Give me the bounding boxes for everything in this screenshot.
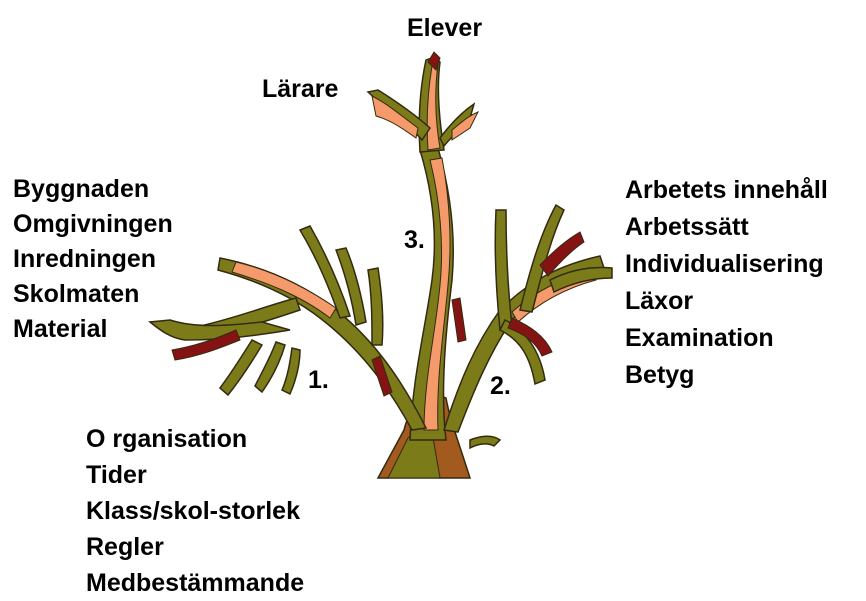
right-group-item: Examination: [625, 320, 828, 357]
left-group-item: Inredningen: [13, 242, 173, 277]
bottom-group-item: O rganisation: [86, 421, 304, 457]
bottom-group-item: Tider: [86, 457, 304, 493]
bottom-group-item: Medbestämmande: [86, 565, 304, 601]
label-elever: Elever: [407, 13, 482, 43]
branch-number-1: 1.: [308, 366, 329, 394]
branch-1-lower-twig-3: [282, 348, 300, 394]
right-group-list: Arbetets innehåll Arbetssätt Individuali…: [625, 172, 828, 394]
left-group-item: Omgivningen: [13, 207, 173, 242]
left-group-item: Skolmaten: [13, 277, 173, 312]
branch-2-twig-up: [495, 210, 512, 330]
right-group-item: Individualisering: [625, 246, 828, 283]
left-group-item: Byggnaden: [13, 172, 173, 207]
bottom-group-item: Klass/skol-storlek: [86, 493, 304, 529]
branch-2-inner-red: [452, 298, 466, 342]
branch-number-2: 2.: [490, 372, 511, 400]
right-group-item: Arbetssätt: [625, 209, 828, 246]
bottom-group-list: O rganisation Tider Klass/skol-storlek R…: [86, 421, 304, 601]
branch-1-twig-up-3: [368, 268, 383, 345]
right-group-item: Betyg: [625, 357, 828, 394]
left-group-item: Material: [13, 312, 173, 347]
right-group-item: Arbetets innehåll: [625, 172, 828, 209]
right-group-item: Läxor: [625, 283, 828, 320]
label-larare: Lärare: [262, 74, 338, 104]
branch-number-3: 3.: [404, 226, 425, 254]
branch-2-lower-twig: [470, 436, 500, 448]
left-group-list: Byggnaden Omgivningen Inredningen Skolma…: [13, 172, 173, 347]
bottom-group-item: Regler: [86, 529, 304, 565]
